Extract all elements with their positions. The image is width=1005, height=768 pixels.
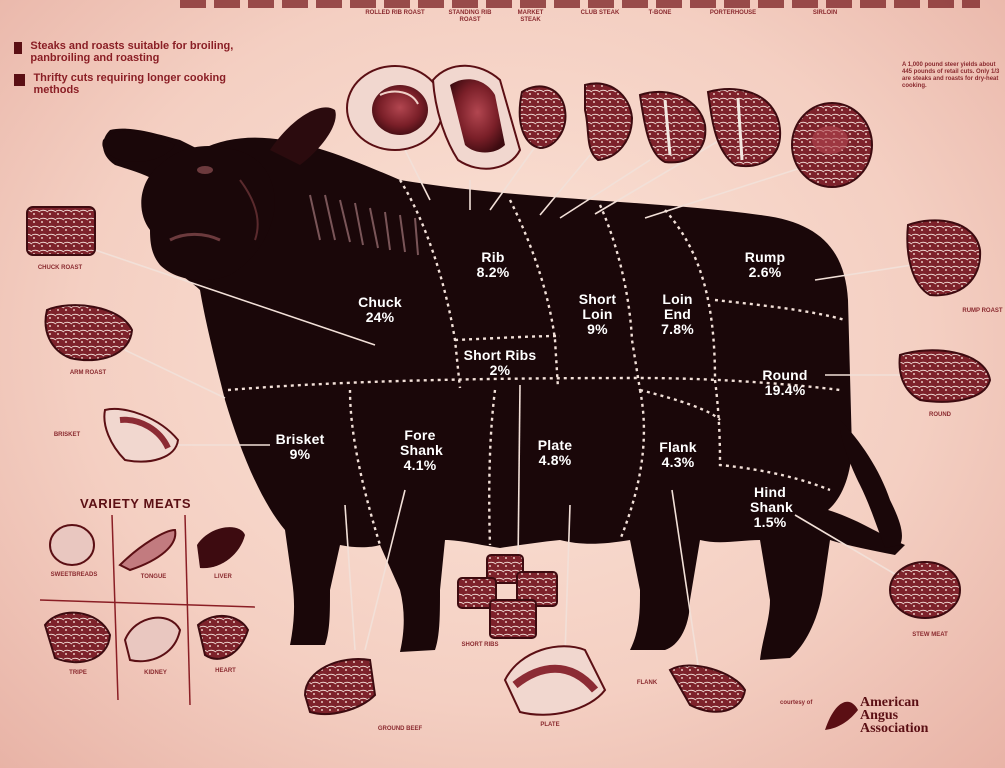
cut-name: Loin End [661, 292, 695, 322]
cut-label-hind-shank: Hind Shank 1.5% [735, 485, 805, 530]
cut-name: Round [745, 368, 825, 383]
cut-percent: 19.4% [745, 383, 825, 398]
label-t-bone: T-Bone [640, 10, 680, 17]
cut-name: Rib [458, 250, 528, 265]
label-ground-beef: Ground Beef [370, 726, 430, 733]
label-porterhouse: Porterhouse [698, 10, 768, 17]
cut-percent: 4.8% [525, 453, 585, 468]
tripe-image [45, 613, 110, 663]
cut-percent: 2% [455, 363, 545, 378]
label-brisket-cut: Brisket [32, 432, 102, 439]
flank-image [670, 666, 745, 712]
top-cut-images [347, 66, 872, 187]
liver-image [197, 527, 245, 568]
label-rump-roast: Rump Roast [960, 308, 1005, 315]
label-tripe: Tripe [48, 670, 108, 677]
cut-label-brisket: Brisket 9% [265, 432, 335, 462]
cut-name: Short Loin [578, 292, 618, 322]
cut-name: Chuck [330, 295, 430, 310]
market-steak-image [520, 86, 566, 148]
angus-association-logo: American Angus Association [860, 696, 928, 735]
logo-prefix: courtesy of [780, 700, 812, 707]
label-rolled-rib-roast: Rolled Rib Roast [365, 10, 425, 17]
cut-label-fore-shank: Fore Shank 4.1% [390, 428, 450, 473]
label-sirloin: Sirloin [800, 10, 850, 17]
cut-name: Brisket [265, 432, 335, 447]
label-liver: Liver [198, 574, 248, 581]
round-image [900, 350, 990, 401]
variety-meats-title: VARIETY MEATS [80, 496, 191, 511]
cut-label-round: Round 19.4% [745, 368, 825, 398]
cut-name: Short Ribs [455, 348, 545, 363]
angus-logo-icon [825, 702, 858, 730]
rump-roast-image [907, 220, 980, 295]
cut-name: Plate [525, 438, 585, 453]
cut-percent: 2.6% [730, 265, 800, 280]
brisket-image [104, 409, 178, 462]
kidney-image [125, 618, 180, 662]
cut-label-loin-end: Loin End 7.8% [650, 292, 705, 337]
label-kidney: Kidney [128, 670, 183, 677]
t-bone-image [640, 92, 705, 163]
cut-label-flank: Flank 4.3% [648, 440, 708, 470]
cut-name: Rump [730, 250, 800, 265]
cut-name: Fore Shank [400, 428, 440, 458]
logo-line-3: Association [860, 722, 928, 735]
standing-rib-roast-image [433, 66, 520, 169]
cut-percent: 1.5% [735, 515, 805, 530]
label-standing-rib-roast: Standing Rib Roast [440, 10, 500, 24]
ground-beef-image [305, 659, 375, 714]
label-club-steak: Club Steak [570, 10, 630, 17]
heart-image [198, 616, 248, 659]
label-arm-roast: Arm Roast [48, 370, 128, 377]
right-cut-images [890, 220, 990, 618]
tongue-image [120, 530, 175, 570]
sweetbreads-image [50, 525, 94, 565]
label-heart: Heart [198, 668, 253, 675]
label-flank-cut: Flank [622, 680, 672, 687]
chuck-roast-image [27, 207, 95, 255]
cut-percent: 9% [565, 322, 630, 337]
porterhouse-image [708, 89, 780, 166]
cut-name: Hind Shank [750, 485, 790, 515]
label-tongue: Tongue [126, 574, 181, 581]
label-round-cut: Round [915, 412, 965, 419]
label-short-ribs: Short Ribs [450, 642, 510, 649]
label-stew-meat: Stew Meat [895, 632, 965, 639]
cut-percent: 4.1% [390, 458, 450, 473]
label-plate-cut: Plate [525, 722, 575, 729]
cut-name: Flank [648, 440, 708, 455]
stew-meat-image [890, 562, 960, 618]
cut-label-rib: Rib 8.2% [458, 250, 528, 280]
arm-roast-image [46, 305, 132, 360]
club-steak-image [585, 83, 632, 160]
cut-percent: 7.8% [650, 322, 705, 337]
label-market-steak: Market Steak [508, 10, 553, 24]
cut-percent: 4.3% [648, 455, 708, 470]
cut-percent: 24% [330, 310, 430, 325]
label-sweetbreads: Sweetbreads [44, 572, 104, 579]
cut-label-short-loin: Short Loin 9% [565, 292, 630, 337]
short-ribs-image [458, 555, 557, 638]
cut-label-plate: Plate 4.8% [525, 438, 585, 468]
cut-percent: 9% [265, 447, 335, 462]
cut-label-chuck: Chuck 24% [330, 295, 430, 325]
sirloin-image [792, 103, 872, 187]
cut-label-rump: Rump 2.6% [730, 250, 800, 280]
label-chuck-roast: Chuck Roast [20, 265, 100, 272]
cut-percent: 8.2% [458, 265, 528, 280]
rolled-rib-roast-image [347, 66, 443, 150]
cut-label-short-ribs: Short Ribs 2% [455, 348, 545, 378]
